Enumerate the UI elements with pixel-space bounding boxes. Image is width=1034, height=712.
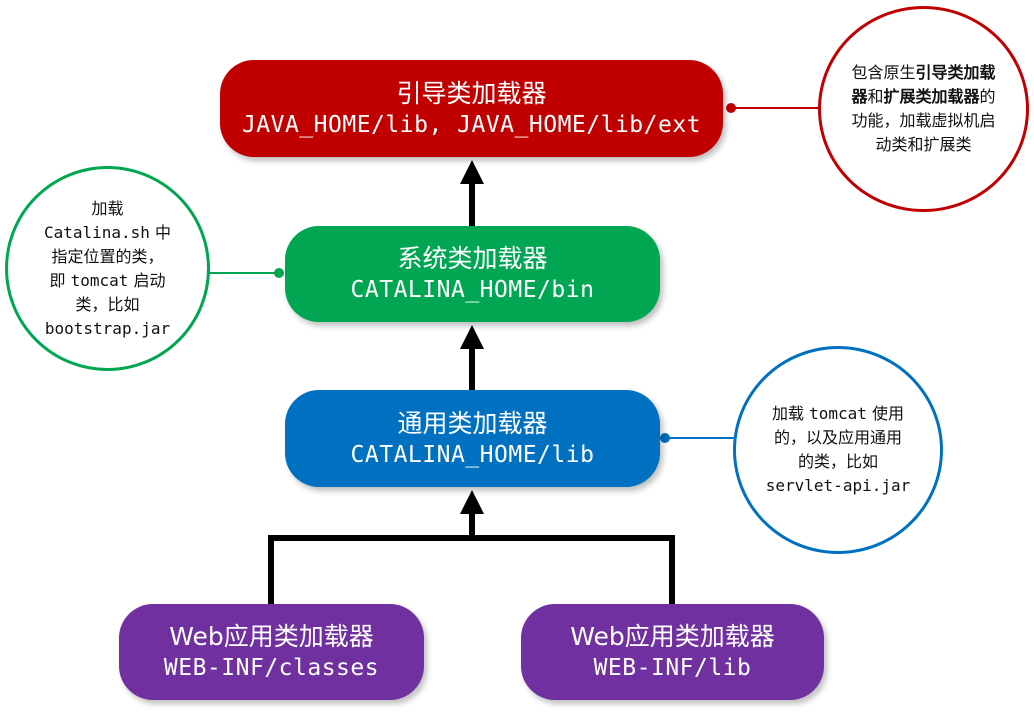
arrow-common-to-system [460,325,484,390]
common-note-line-1-suffix: 使用 [866,404,904,423]
system-note-line-4-prefix: 即 [49,270,71,290]
bootstrap-note-text-1: 包含原生 [851,63,916,82]
bootstrap-note: 包含原生引导类加载器和扩展类加载器的功能，加载虚拟机启动类和扩展类 [818,6,1029,212]
system-classloader-node: 系统类加载器 CATALINA_HOME/bin [285,226,660,322]
system-note-script-name: Catalina.sh [43,222,150,242]
arrow-webapps-to-common [268,490,675,604]
common-note-tomcat: tomcat [809,404,867,423]
connector-common-note [660,433,735,443]
system-note-line-3: 指定位置的类， [51,246,164,266]
common-note-jar: servlet-api.jar [765,476,911,495]
common-classloader-node: 通用类加载器 CATALINA_HOME/lib [285,390,660,487]
system-note: 加载 Catalina.sh 中 指定位置的类， 即 tomcat 启动 类，比… [5,166,210,371]
system-note-tomcat: tomcat [70,270,129,290]
system-note-line-4-suffix: 启动 [128,270,166,290]
system-classloader-path: CATALINA_HOME/bin [350,277,595,303]
webapp-classloader-lib-title: Web应用类加载器 [570,622,775,651]
common-note-line-3: 的类，比如 [797,452,878,471]
system-note-line-2-suffix: 中 [149,222,172,242]
bootstrap-note-bold-2: 扩展类加载器 [883,87,980,106]
webapp-classloader-classes-title: Web应用类加载器 [169,622,374,651]
common-note-line-1-prefix: 加载 [772,404,810,423]
bootstrap-classloader-path: JAVA_HOME/lib, JAVA_HOME/lib/ext [241,111,702,138]
bootstrap-note-text-2: 和 [867,87,884,106]
connector-bootstrap-note [726,103,835,113]
bootstrap-note-text-3: 的功能，加载虚拟机启动类和扩展类 [851,87,996,154]
arrow-system-to-bootstrap [460,160,484,226]
system-note-line-5: 类，比如 [75,294,140,314]
webapp-classloader-classes-path: WEB-INF/classes [163,655,380,681]
common-note: 加载 tomcat 使用 的，以及应用通用 的类，比如 servlet-api.… [733,346,943,554]
common-classloader-path: CATALINA_HOME/lib [350,441,595,468]
bootstrap-classloader-title: 引导类加载器 [396,78,547,108]
bootstrap-note-bold-1: 引导类加载器 [851,63,996,106]
bootstrap-classloader-node: 引导类加载器 JAVA_HOME/lib, JAVA_HOME/lib/ext [220,60,723,157]
common-classloader-title: 通用类加载器 [397,408,548,438]
webapp-classloader-lib-node: Web应用类加载器 WEB-INF/lib [521,604,824,700]
common-note-line-2: 的，以及应用通用 [773,428,902,447]
system-note-line-1: 加载 [91,198,124,218]
webapp-classloader-classes-node: Web应用类加载器 WEB-INF/classes [119,604,424,700]
system-note-jar: bootstrap.jar [44,318,171,338]
system-classloader-title: 系统类加载器 [397,244,548,273]
webapp-classloader-lib-path: WEB-INF/lib [593,655,752,681]
connector-system-note [205,268,284,278]
